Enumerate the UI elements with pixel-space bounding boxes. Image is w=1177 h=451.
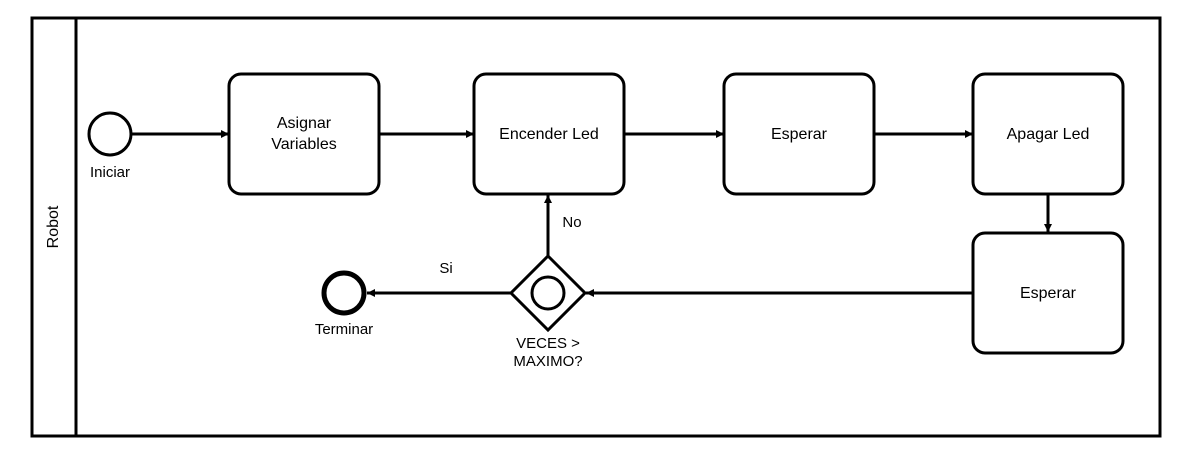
task-led-on-label: Encender Led [499,126,599,143]
end-event: Terminar [315,270,373,338]
task-led-off-label: Apagar Led [1007,126,1090,143]
sequence-flows [132,130,1052,297]
task-assign-label-line1: Asignar [277,115,332,132]
task-wait-1: Esperar [722,72,876,196]
end-event-circle [321,270,367,316]
task-led-on: Encender Led [472,72,626,196]
flow-yes-label: Si [439,260,452,277]
task-assign-box [227,72,381,196]
end-event-label: Terminar [315,321,373,338]
task-led-off: Apagar Led [971,72,1125,196]
task-assign-label-2: Variables [271,136,337,153]
task-wait-1-box [722,72,876,196]
gateway-max-check: VECES > MAXIMO? [508,253,588,370]
pool-label: Robot [45,205,62,248]
task-assign-label: Asignar [277,115,332,132]
task-led-on-box [472,72,626,196]
gateway-inner-circle [530,275,566,311]
gateway-label-line2: MAXIMO? [513,353,582,370]
start-event: Iniciar [87,111,133,181]
task-assign-variables: Asignar Variables [227,72,381,196]
gateway-label-line1: VECES > [516,335,580,352]
task-wait-2-label: Esperar [1020,285,1077,302]
start-event-label: Iniciar [90,164,130,181]
task-wait-2: Esperar [971,231,1125,355]
task-wait-2-box [971,231,1125,355]
start-event-circle [87,111,133,157]
task-led-off-box [971,72,1125,196]
task-wait-1-label: Esperar [771,126,828,143]
flow-no-label: No [562,214,581,231]
task-assign-label-line2: Variables [271,136,337,153]
